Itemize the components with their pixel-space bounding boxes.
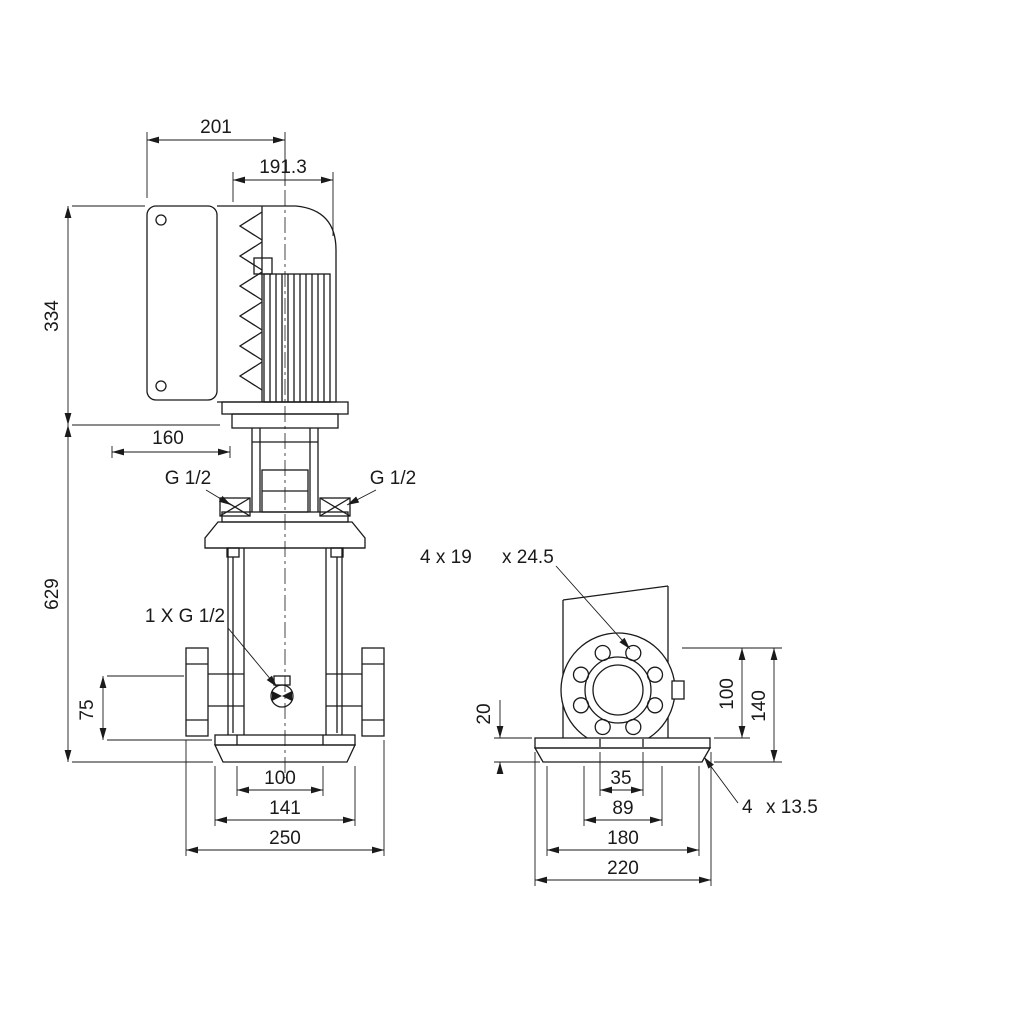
port-label-right: G 1/2: [370, 468, 416, 489]
dim-label-base-inner: 100: [264, 768, 296, 789]
left-view-dimensions: [64, 132, 385, 856]
leader-port-left: [205, 489, 232, 506]
flange-bolt-holes: [572, 644, 664, 736]
control-box: [146, 205, 218, 401]
dim-label-slot-span: 89: [612, 798, 633, 819]
base-hole-note-count: 4: [742, 797, 753, 818]
dim-label-foot-span: 180: [607, 828, 639, 849]
control-box-screw-bottom: [155, 380, 167, 392]
right-view-side: [533, 585, 712, 763]
drain-plug: [270, 675, 294, 708]
flange-face: [560, 632, 676, 748]
leader-port-right: [346, 489, 377, 506]
flange-raised-face: [584, 656, 652, 724]
control-box-screw-top: [155, 214, 167, 226]
dim-label-coupling-width: 160: [152, 428, 184, 449]
leader-bolt-holes: [555, 565, 631, 650]
motor-fins: [263, 273, 331, 403]
motor-flange-lower: [231, 413, 339, 429]
bolt-note-depth: x 24.5: [502, 547, 554, 568]
pump-body: [226, 547, 344, 735]
dim-label-total-height: 629: [42, 578, 63, 610]
left-view-elevation: [146, 190, 385, 778]
gauge-port-right: [319, 497, 351, 517]
leader-base-holes: [703, 756, 739, 804]
base-hole-note-size: x 13.5: [766, 797, 818, 818]
base-side: [533, 737, 712, 763]
motor-fin-spikes: [238, 211, 263, 391]
drain-label: 1 X G 1/2: [145, 606, 225, 627]
motor-outline: [217, 205, 337, 403]
dim-label-overall-height: 140: [749, 690, 770, 722]
dim-label-base-height: 20: [474, 703, 495, 724]
port-label-left: G 1/2: [165, 468, 211, 489]
leader-drain: [227, 627, 278, 688]
dim-label-hole-spacing: 35: [610, 768, 631, 789]
dim-label-center-height: 100: [717, 678, 738, 710]
dim-label-base-width: 141: [269, 798, 301, 819]
motor-terminal: [253, 257, 273, 275]
break-line: [562, 585, 669, 601]
dim-label-flange-span: 250: [269, 828, 301, 849]
dim-label-motor-height: 334: [42, 300, 63, 332]
pump-base: [213, 734, 357, 763]
port-flange-left: [185, 647, 244, 737]
flange-side-tab: [671, 680, 685, 700]
motor: [217, 205, 349, 429]
dim-label-port-height: 75: [77, 699, 98, 720]
dim-label-base-width-side: 220: [607, 858, 639, 879]
dim-label-motor-depth: 191.3: [259, 157, 307, 178]
right-view-dimensions: [494, 565, 782, 886]
dimension-labels: 201 191.3 334 160 629 G 1/2 G 1/2 1 X G …: [42, 117, 818, 879]
bolt-note-count: 4 x 19: [420, 547, 472, 568]
dim-label-box-depth: 201: [200, 117, 232, 138]
flange-bore: [592, 664, 644, 716]
port-flange-right: [326, 647, 385, 737]
